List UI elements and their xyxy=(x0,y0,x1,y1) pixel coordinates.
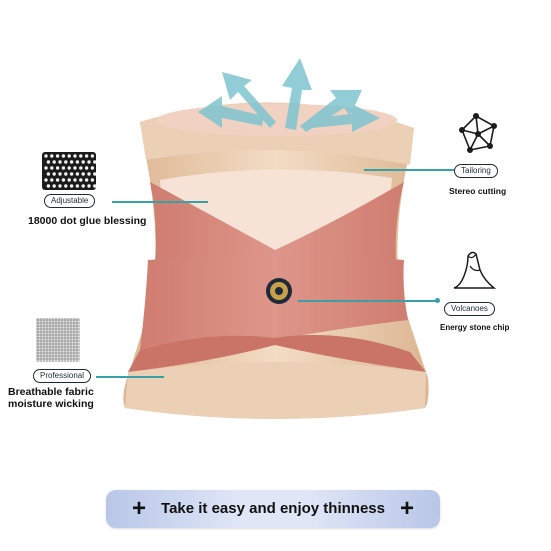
airflow-arrows-icon xyxy=(198,58,380,132)
caption-energy-stone: Energy stone chip xyxy=(440,323,510,332)
fabric-weave-icon xyxy=(36,318,80,362)
tag-volcanoes: Volcanoes xyxy=(444,302,495,316)
belt-strap-upper xyxy=(150,182,404,264)
connector-line-tailoring xyxy=(364,169,454,171)
connector-line-adjustable xyxy=(112,201,208,203)
volcano-icon xyxy=(453,251,497,289)
dot-mesh-icon xyxy=(42,152,96,190)
tag-adjustable: Adjustable xyxy=(44,194,96,208)
belt-strap-cross xyxy=(128,335,426,372)
plus-left-icon: + xyxy=(132,495,147,522)
belt-bottom-band xyxy=(125,362,426,419)
tag-tailoring: Tailoring xyxy=(454,164,498,178)
caption-moisture-wicking: moisture wicking xyxy=(8,398,94,410)
connector-line-volcanoes xyxy=(298,300,438,302)
network-nodes-icon xyxy=(459,113,497,153)
energy-stone-chip-icon xyxy=(266,278,292,304)
tag-professional: Professional xyxy=(33,369,92,383)
caption-stereo-cutting: Stereo cutting xyxy=(449,186,507,196)
connector-line-professional xyxy=(96,376,164,378)
plus-right-icon: + xyxy=(399,495,414,522)
caption-breathable-fabric: Breathable fabric xyxy=(8,386,94,398)
caption-dot-glue: 18000 dot glue blessing xyxy=(28,215,147,227)
slogan-banner: + Take it easy and enjoy thinness + xyxy=(106,490,440,528)
banner-text: Take it easy and enjoy thinness xyxy=(161,500,385,517)
connector-dot-volcanoes xyxy=(435,298,440,303)
